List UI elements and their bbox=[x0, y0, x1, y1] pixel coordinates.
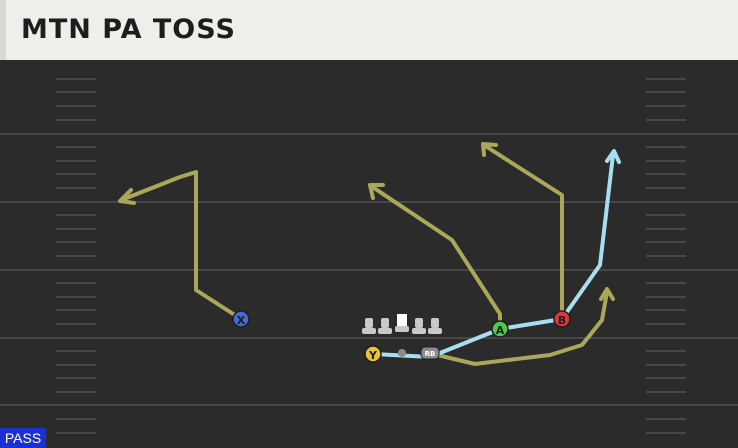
route-a-arrowhead bbox=[368, 183, 385, 200]
route-y-arrowhead bbox=[605, 149, 621, 164]
play-title-bar: MTN PA TOSS bbox=[0, 0, 738, 60]
yard-lines bbox=[0, 133, 738, 406]
route-x-arrowhead bbox=[118, 188, 136, 205]
hash-marks-left bbox=[56, 78, 96, 434]
offensive-line bbox=[362, 314, 442, 334]
route-rb bbox=[431, 290, 609, 366]
route-x bbox=[122, 170, 243, 321]
player-y-label: Y bbox=[368, 349, 378, 362]
hash-marks-right bbox=[646, 78, 686, 434]
player-rb: RB bbox=[420, 346, 440, 360]
player-b-label: B bbox=[558, 314, 566, 327]
route-b-arrowhead bbox=[481, 142, 498, 157]
play-type-badge: PASS bbox=[0, 428, 46, 448]
player-x: X bbox=[232, 310, 250, 328]
route-b bbox=[485, 145, 564, 321]
qb-marker bbox=[398, 349, 406, 357]
lineman-rg bbox=[412, 318, 426, 334]
player-a-label: A bbox=[496, 324, 505, 337]
route-y bbox=[371, 153, 615, 359]
player-x-label: X bbox=[237, 314, 246, 327]
play-title: MTN PA TOSS bbox=[21, 14, 236, 45]
lineman-lg bbox=[378, 318, 392, 334]
lineman-rt bbox=[428, 318, 442, 334]
player-rb-label: RB bbox=[425, 350, 436, 358]
lineman-lt bbox=[362, 318, 376, 334]
lineman-c bbox=[395, 314, 409, 332]
route-rb-arrowhead bbox=[599, 287, 615, 301]
player-y: Y bbox=[364, 345, 382, 363]
player-b: B bbox=[553, 310, 571, 328]
player-a: A bbox=[491, 320, 509, 338]
